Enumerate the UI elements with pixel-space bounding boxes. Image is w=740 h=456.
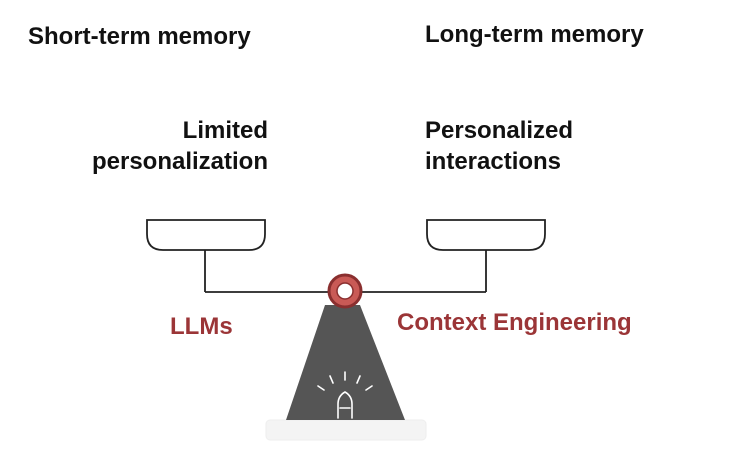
scale-base bbox=[265, 419, 427, 441]
llms-label: LLMs bbox=[170, 313, 233, 340]
right-description: Personalized interactions bbox=[425, 115, 573, 177]
left-description-line-2: personalization bbox=[91, 148, 268, 175]
right-description-line-2: interactions bbox=[425, 148, 562, 175]
lightbulb-icon bbox=[317, 371, 373, 419]
context-engineering-label: Context Engineering bbox=[397, 309, 632, 336]
left-description-line-1: Limited bbox=[182, 117, 268, 144]
left-pan-icon bbox=[146, 219, 266, 251]
left-description: Limited personalization bbox=[92, 115, 268, 177]
long-term-memory-heading: Long-term memory bbox=[425, 21, 644, 48]
right-pan-icon bbox=[426, 219, 546, 251]
short-term-memory-heading: Short-term memory bbox=[28, 23, 251, 50]
right-description-line-1: Personalized bbox=[425, 117, 574, 144]
scale-stand bbox=[286, 305, 405, 420]
pivot-hole bbox=[336, 282, 354, 300]
